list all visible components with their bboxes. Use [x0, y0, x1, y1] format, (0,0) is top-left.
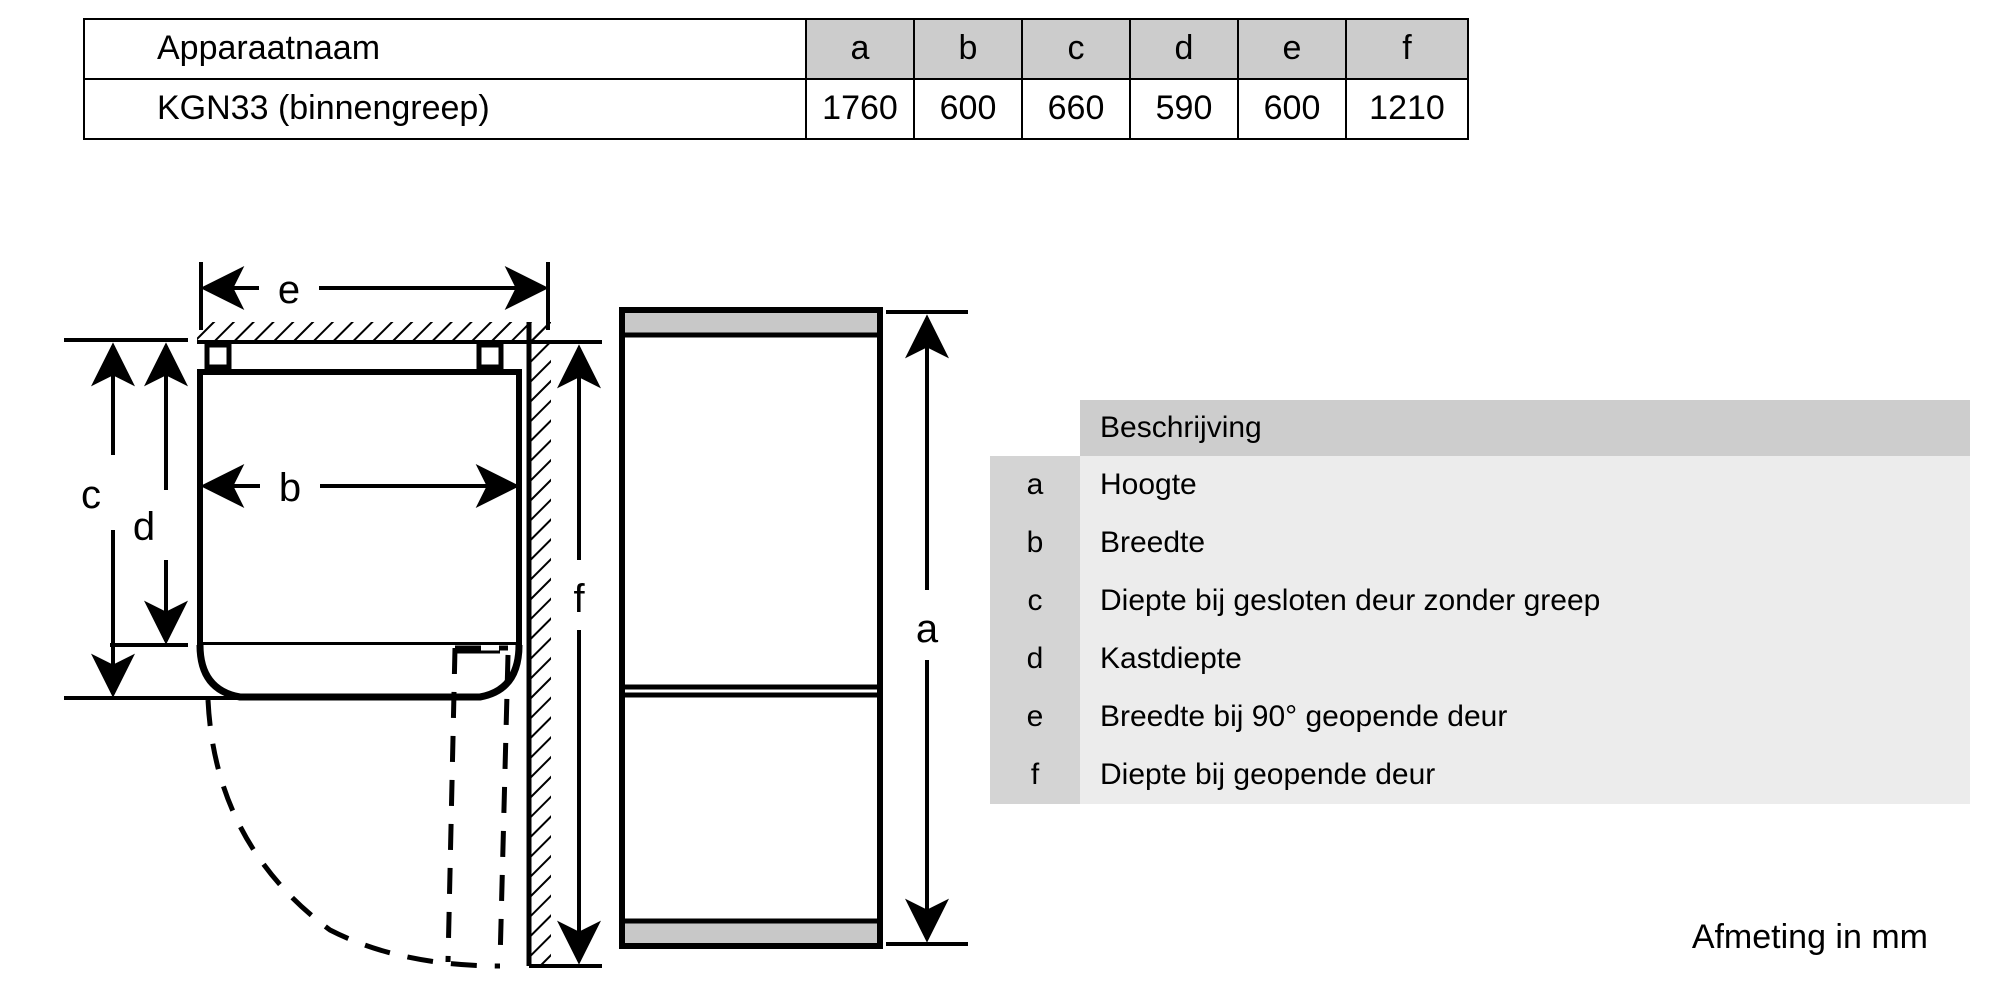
- front-view: a: [619, 307, 968, 949]
- legend-row-f: f Diepte bij geopende deur: [990, 746, 1970, 804]
- legend-description-b: Breedte: [1080, 514, 1970, 572]
- dimension-a: a: [886, 310, 968, 946]
- legend-description-d: Kastdiepte: [1080, 630, 1970, 688]
- spec-cell-b: 600: [913, 78, 1023, 140]
- dimension-label-e: e: [278, 268, 300, 312]
- open-door-outline: [445, 645, 511, 963]
- spec-cell-d: 590: [1129, 78, 1239, 140]
- front-view-top-band: [625, 313, 877, 335]
- spec-header-b: b: [913, 18, 1023, 80]
- dimension-e: e: [199, 262, 550, 330]
- spec-cell-c: 660: [1021, 78, 1131, 140]
- hinge-block-left: [204, 342, 232, 370]
- legend-row-b: b Breedte: [990, 514, 1970, 572]
- legend-row-e: e Breedte bij 90° geopende deur: [990, 688, 1970, 746]
- wall-vertical: [526, 322, 556, 968]
- legend-row-d: d Kastdiepte: [990, 630, 1970, 688]
- spec-header-a: a: [805, 18, 915, 80]
- hinge-block-right: [476, 342, 504, 370]
- legend-key-d: d: [990, 630, 1080, 688]
- legend-description-a: Hoogte: [1080, 456, 1970, 514]
- legend-row-c: c Diepte bij gesloten deur zonder greep: [990, 572, 1970, 630]
- dimension-label-f: f: [573, 577, 585, 621]
- spec-cell-e: 600: [1237, 78, 1347, 140]
- front-view-bottom-band: [625, 921, 877, 943]
- legend-description-e: Breedte bij 90° geopende deur: [1080, 688, 1970, 746]
- spec-header-d: d: [1129, 18, 1239, 80]
- dimension-label-c: c: [81, 473, 101, 517]
- dimension-label-a: a: [916, 607, 939, 651]
- specification-table: Apparaatnaam a b c d e f KGN33 (binnengr…: [83, 18, 1469, 140]
- cabinet-outline: [196, 369, 523, 701]
- plan-view: e b c d f: [64, 262, 602, 969]
- legend-description-c: Diepte bij gesloten deur zonder greep: [1080, 572, 1970, 630]
- legend-key-e: e: [990, 688, 1080, 746]
- spec-header-e: e: [1237, 18, 1347, 80]
- unit-note: Afmeting in mm: [1691, 918, 1928, 956]
- legend-description-f: Diepte bij geopende deur: [1080, 746, 1970, 804]
- spec-header-c: c: [1021, 18, 1131, 80]
- dimension-b: b: [200, 464, 520, 510]
- legend-key-b: b: [990, 514, 1080, 572]
- legend-key-f: f: [990, 746, 1080, 804]
- legend-header-description: Beschrijving: [1080, 400, 1970, 456]
- dimension-label-d: d: [133, 505, 155, 549]
- spec-table-row: KGN33 (binnengreep) 1760 600 660 590 600…: [83, 78, 1469, 140]
- legend-table: Beschrijving a Hoogte b Breedte c Diepte…: [990, 400, 1970, 804]
- dimension-f: f: [556, 340, 602, 968]
- spec-cell-f: 1210: [1345, 78, 1469, 140]
- spec-table-header-row: Apparaatnaam a b c d e f: [83, 18, 1469, 80]
- legend-row-a: a Hoogte: [990, 456, 1970, 514]
- spec-header-appliance-name: Apparaatnaam: [83, 18, 807, 80]
- spec-cell-a: 1760: [805, 78, 915, 140]
- wall-horizontal: [197, 322, 556, 344]
- legend-header-row: Beschrijving: [990, 400, 1970, 456]
- dimension-c: c: [64, 338, 272, 700]
- legend-key-a: a: [990, 456, 1080, 514]
- spec-header-f: f: [1345, 18, 1469, 80]
- spec-cell-appliance-name: KGN33 (binnengreep): [83, 78, 807, 140]
- legend-key-c: c: [990, 572, 1080, 630]
- door-swing-arc: [205, 699, 501, 969]
- legend-header-key: [990, 400, 1080, 456]
- dimension-label-b: b: [279, 466, 301, 510]
- dimension-d: d: [110, 342, 188, 647]
